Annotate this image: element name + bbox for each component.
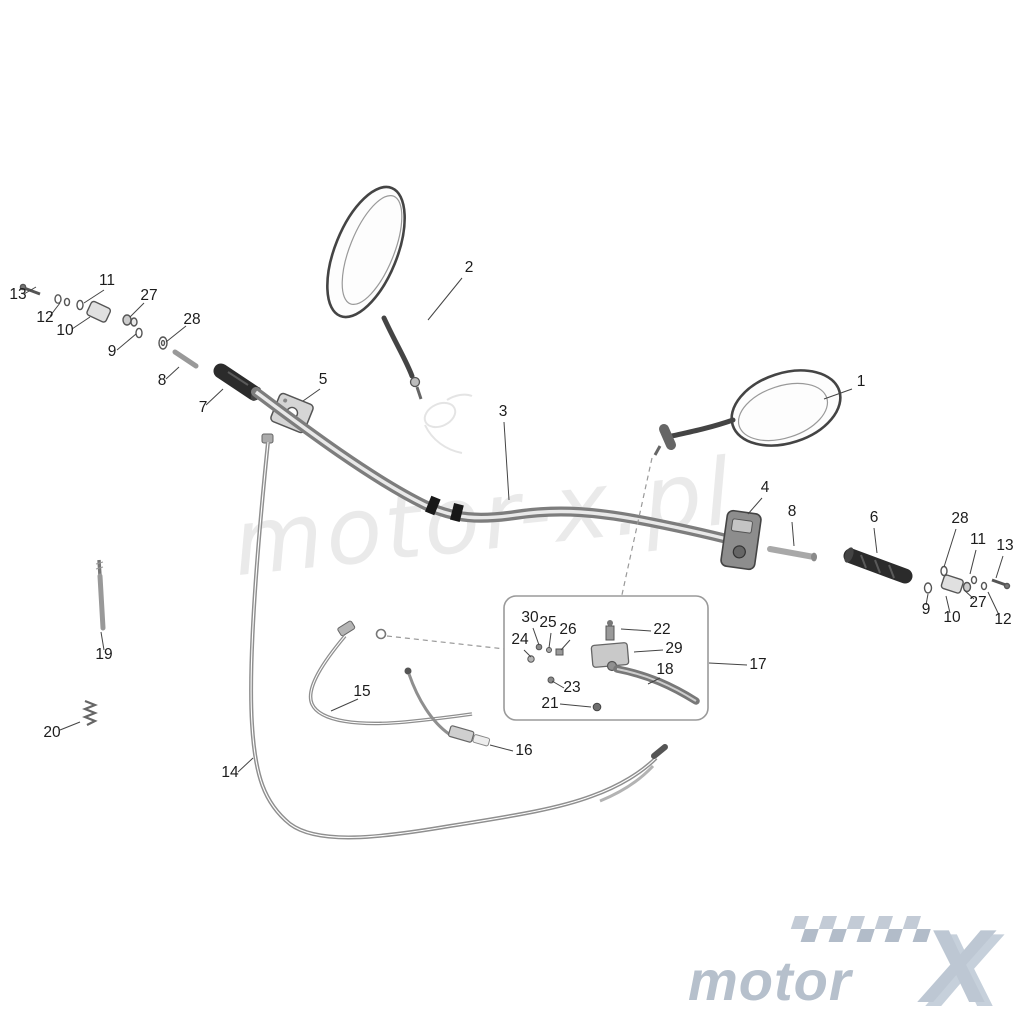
switch-housing	[720, 509, 762, 571]
part-label-2: 2	[465, 259, 474, 276]
handlebar-bands	[424, 495, 464, 522]
nut-21	[592, 702, 602, 712]
part-label-7: 7	[199, 399, 208, 416]
part-label-13-right: 13	[996, 537, 1013, 554]
checkered-flag	[790, 916, 931, 942]
part-label-13-left: 13	[9, 286, 26, 303]
part-label-14: 14	[221, 764, 239, 781]
leader-lines	[23, 277, 1004, 773]
part-label-15: 15	[353, 683, 370, 700]
mirror-mount-bolt	[605, 625, 615, 641]
part-label-29: 29	[665, 640, 682, 657]
part-label-27-left: 27	[140, 287, 157, 304]
ghost-mirror-mount	[423, 393, 473, 454]
right-fastener-cluster	[923, 565, 1011, 594]
part-label-28-right: 28	[951, 510, 968, 527]
part-label-23: 23	[563, 679, 580, 696]
part-label-4: 4	[761, 479, 770, 496]
assembly-axis-dashes	[386, 457, 653, 650]
washer-25	[546, 647, 552, 653]
brand-logo: motor X X	[688, 909, 1005, 1024]
cable-15	[308, 620, 473, 726]
part-label-21: 21	[541, 695, 558, 712]
logo-x-mark: X	[917, 909, 997, 1024]
part-label-10-left: 10	[56, 322, 74, 339]
logo-word: motor	[688, 949, 854, 1012]
part-labels: 13 12 11 10 27 9 28 8 7 2 1 3 5 4 8 6 28…	[9, 259, 1013, 781]
screw-30	[535, 643, 543, 651]
part-label-28-left: 28	[183, 311, 200, 328]
logo-x-shadow: X	[925, 913, 1005, 1024]
lever-blade-highlight	[616, 668, 697, 702]
part-label-11-right: 11	[970, 531, 986, 548]
part-label-12-left: 12	[36, 309, 53, 326]
cable-adjuster-16	[404, 667, 491, 747]
mirror-right	[653, 369, 842, 456]
part-label-22: 22	[653, 621, 670, 638]
part-label-9-left: 9	[108, 343, 117, 360]
part-label-30: 30	[521, 609, 539, 626]
part-label-18: 18	[656, 661, 673, 678]
part-label-16: 16	[515, 742, 532, 759]
part-label-10-right: 10	[943, 609, 961, 626]
handlebar	[251, 387, 747, 548]
nut-26	[555, 648, 564, 656]
part-label-8-right: 8	[788, 503, 797, 520]
spring-20	[82, 699, 98, 726]
part-label-1: 1	[857, 373, 866, 390]
part-label-27-right: 27	[969, 594, 986, 611]
part-label-5: 5	[319, 371, 328, 388]
part-label-19: 19	[95, 646, 112, 663]
part-label-24: 24	[511, 631, 529, 648]
part-label-20: 20	[43, 724, 61, 741]
part-label-6: 6	[870, 509, 879, 526]
mirror-mount-bolt-head	[607, 620, 613, 626]
part-label-3: 3	[499, 403, 508, 420]
right-grip	[843, 547, 913, 584]
part-label-11-left: 11	[99, 272, 115, 289]
part-label-8-left: 8	[158, 372, 167, 389]
mirror-left	[326, 185, 423, 400]
cable-14	[249, 433, 668, 840]
left-fastener-cluster	[19, 283, 199, 369]
part-label-9-right: 9	[922, 601, 931, 618]
part-label-12-right: 12	[994, 611, 1011, 628]
part-label-17: 17	[749, 656, 766, 673]
screw-24	[527, 655, 535, 663]
lever-assembly-box	[503, 595, 709, 721]
rod-19	[95, 559, 106, 631]
bar-end-rod-right	[767, 546, 817, 562]
part-label-25: 25	[539, 614, 556, 631]
part-label-26: 26	[559, 621, 576, 638]
